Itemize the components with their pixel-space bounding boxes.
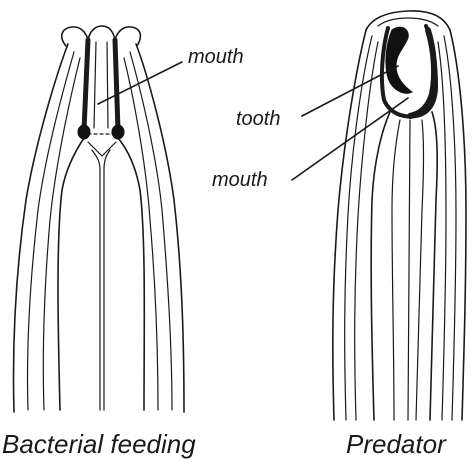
right-pharynx-lumen-right [416, 120, 424, 420]
left-pharynx-outline [58, 138, 84, 410]
left-lip-left [62, 27, 88, 46]
bacterial-feeding-nematode-head [14, 26, 185, 412]
left-caption: Bacterial feeding [2, 431, 196, 457]
right-caption: Predator [346, 431, 446, 457]
left-stoma-wall-left [84, 40, 88, 130]
right-pharynx-center [408, 120, 410, 420]
left-inner-wall-left [27, 52, 74, 410]
right-head-cap-inner [378, 18, 438, 26]
right-tooth-shape [386, 27, 412, 93]
right-mouth-label: mouth [212, 170, 268, 190]
right-pharynx-right [430, 112, 437, 420]
right-cuticle-left-1 [345, 36, 372, 420]
left-valve-knob-right [112, 125, 124, 139]
right-cuticle-left-2 [355, 42, 378, 420]
left-pharynx-lumen [92, 150, 110, 410]
right-cuticle-right-2 [438, 42, 446, 420]
left-mouth-leader-line [98, 62, 182, 104]
left-stoma-lumen [94, 42, 108, 128]
right-outer-wall-right [450, 30, 466, 420]
predator-nematode-head [333, 11, 466, 420]
left-pharynx-top [88, 142, 116, 156]
left-cuticle-line-left [43, 58, 80, 410]
right-pharynx-left [371, 112, 390, 420]
left-lip-center [88, 26, 115, 40]
left-pharynx-outline-right [118, 138, 144, 410]
left-valve-knob-left [78, 125, 90, 139]
left-mouth-label: mouth [188, 47, 244, 67]
left-cuticle-line-right [124, 58, 158, 410]
right-cavity-wall [410, 30, 434, 116]
left-stoma-wall-right [115, 40, 118, 130]
right-pharynx-lumen-left [392, 120, 400, 420]
right-head-cap [366, 11, 450, 30]
right-tooth-label: tooth [236, 109, 280, 129]
left-lip-right [115, 27, 140, 46]
